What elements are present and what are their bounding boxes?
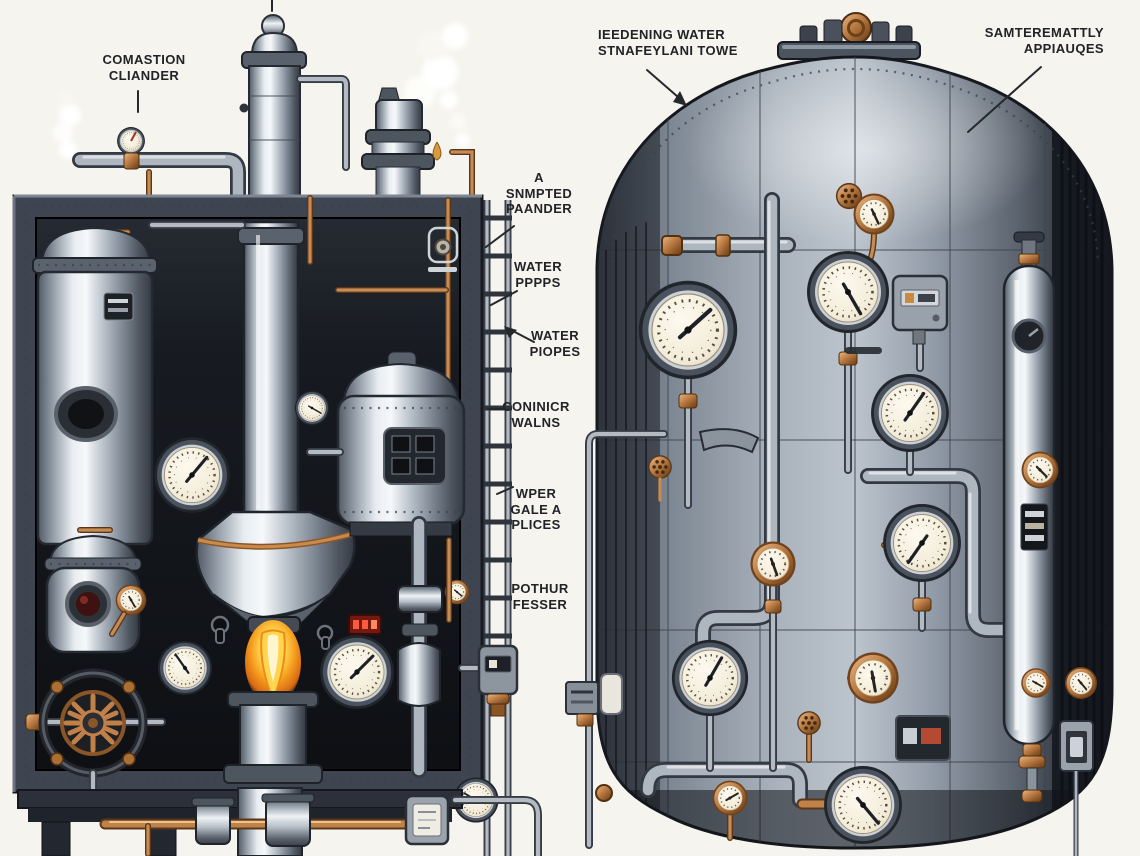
label-water-pumps: WATER PPPPS [514, 259, 562, 290]
control-plate [427, 226, 459, 272]
base-plinth [17, 787, 542, 856]
label-sampled-pander: A SNMPTED PAANDER [505, 170, 573, 216]
label-automatic-gauges: SAMTEREMATTLY APPIAUQES [984, 25, 1104, 56]
switch-box [1059, 720, 1094, 856]
label-water-pipes: WATER PIOPES [529, 328, 581, 359]
main-heater-column [195, 220, 356, 784]
pressure-gauge [670, 638, 750, 718]
porthole-vessel [44, 527, 148, 654]
pressure-gauge [153, 436, 231, 514]
tank-plate [103, 292, 134, 321]
meter-box [895, 715, 951, 761]
thermometer-gauge [852, 192, 896, 236]
pressure-gauge [881, 502, 963, 584]
arrowhead [504, 326, 517, 338]
steam-plume-left [53, 89, 81, 159]
burner-pedestal [223, 691, 323, 784]
copper-gauge [1020, 667, 1052, 699]
arrowhead [673, 91, 687, 106]
label-connector-valves: CONINICR WALNS [502, 399, 570, 430]
perforated-valve-disc [648, 455, 672, 479]
label-feeding-water-tower: IEEDENING WATER STNAFEYLANI TOWE [598, 27, 738, 58]
panel-gauges [153, 390, 500, 824]
cross-fitting [397, 585, 443, 613]
pipe-clamp [698, 428, 760, 454]
pressure-gauge [805, 249, 891, 335]
copper-gauge [711, 779, 749, 817]
tank-gauge-cluster [637, 182, 963, 846]
tank-feed-pipe-left [565, 430, 668, 849]
square-meter [891, 274, 949, 345]
led-display [348, 614, 382, 635]
panel-pipes [148, 195, 470, 778]
copper-gauge [846, 651, 900, 705]
service-ladder [482, 200, 512, 856]
pressure-vessel [335, 197, 466, 537]
pressure-gauge [869, 372, 951, 454]
copper-gauge [1064, 666, 1098, 700]
small-copper-gauge [114, 583, 148, 617]
right-machine-storage-tank [565, 12, 1114, 856]
pilot-flame-drop [432, 141, 442, 161]
label-pother-fesser: POTHUR FESSER [511, 581, 569, 612]
pressure-gauge [822, 764, 904, 846]
bottom-meter [404, 794, 450, 846]
copper-gauge [749, 540, 797, 588]
left-machine-boiler [12, 0, 542, 856]
feedwater-tank [32, 226, 158, 546]
keyhole-fixture [210, 615, 334, 650]
relief-valve-stack [361, 23, 477, 199]
inline-valve [191, 793, 315, 847]
burner-bulb [195, 510, 356, 620]
valve-body [397, 642, 441, 707]
label-upper-gauge-places: WPER GALE A PLICES [510, 486, 562, 532]
mini-dial-gauge [116, 126, 146, 170]
label-leader-lines [137, 66, 1042, 495]
tank-pipes [640, 192, 1014, 841]
perforated-valve-disc [797, 711, 821, 735]
pipe-meter-box [565, 681, 599, 715]
label-combustion-chamber: COMASTION CLIANDER [102, 52, 186, 83]
copper-gauge [1020, 450, 1060, 490]
pressure-gauge [157, 640, 213, 696]
small-gauge [294, 390, 330, 426]
valve-handwheel [24, 668, 166, 804]
external-meter [458, 644, 519, 717]
pressure-gauge [318, 633, 396, 711]
control-display [383, 427, 447, 485]
sight-vial [600, 673, 623, 715]
sight-glass-column [1002, 231, 1098, 856]
pressure-gauge [637, 279, 739, 381]
chimney-stack [239, 0, 307, 197]
steam-plume-top [392, 23, 477, 147]
